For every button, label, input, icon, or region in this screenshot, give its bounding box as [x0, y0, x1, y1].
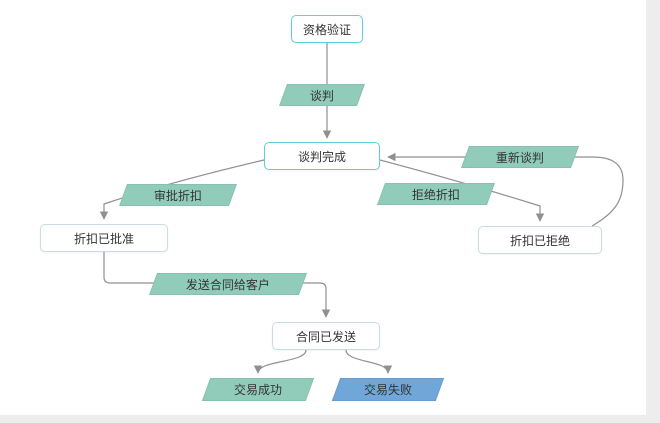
end-label-deal-success-text: 交易成功: [233, 383, 282, 397]
edge-renegotiate: [387, 152, 624, 227]
node-qualification[interactable]: 资格验证: [291, 15, 363, 43]
edge-deal-success: [253, 349, 307, 374]
end-label-deal-failure[interactable]: 交易失败: [331, 378, 445, 401]
edge-label-approve-discount-text: 审批折扣: [153, 188, 202, 203]
edge-label-send-contract-text: 发送合同给客户: [185, 277, 270, 292]
node-discount-rejected-label: 折扣已拒绝: [509, 233, 570, 248]
node-discount-approved[interactable]: 折扣已批准: [40, 224, 168, 252]
flowchart-canvas: 资格验证 谈判完成 折扣已批准 折扣已拒绝 合同已发送 谈判 审批折扣 拒绝折扣…: [0, 0, 646, 415]
edge-label-approve-discount[interactable]: 审批折扣: [118, 184, 238, 206]
node-qualification-label: 资格验证: [302, 22, 351, 37]
edge-label-negotiate-text: 谈判: [309, 88, 334, 103]
end-label-deal-failure-text: 交易失败: [363, 383, 412, 397]
node-negotiation-complete-label: 谈判完成: [297, 149, 346, 164]
node-discount-approved-label: 折扣已批准: [73, 231, 134, 246]
edge-label-reject-discount[interactable]: 拒绝折扣: [376, 183, 496, 205]
node-contract-sent[interactable]: 合同已发送: [272, 322, 380, 350]
edge-label-renegotiate-text: 重新谈判: [495, 150, 544, 165]
edge-deal-failure: [345, 349, 393, 374]
node-discount-rejected[interactable]: 折扣已拒绝: [478, 226, 602, 254]
edge-label-renegotiate[interactable]: 重新谈判: [460, 146, 580, 168]
node-negotiation-complete[interactable]: 谈判完成: [264, 142, 380, 170]
edge-label-negotiate[interactable]: 谈判: [278, 84, 366, 106]
edge-label-reject-discount-text: 拒绝折扣: [411, 187, 460, 202]
edge-approve-discount: [99, 159, 265, 220]
edge-label-send-contract[interactable]: 发送合同给客户: [148, 273, 308, 295]
end-label-deal-success[interactable]: 交易成功: [201, 378, 315, 401]
node-contract-sent-label: 合同已发送: [295, 329, 356, 344]
